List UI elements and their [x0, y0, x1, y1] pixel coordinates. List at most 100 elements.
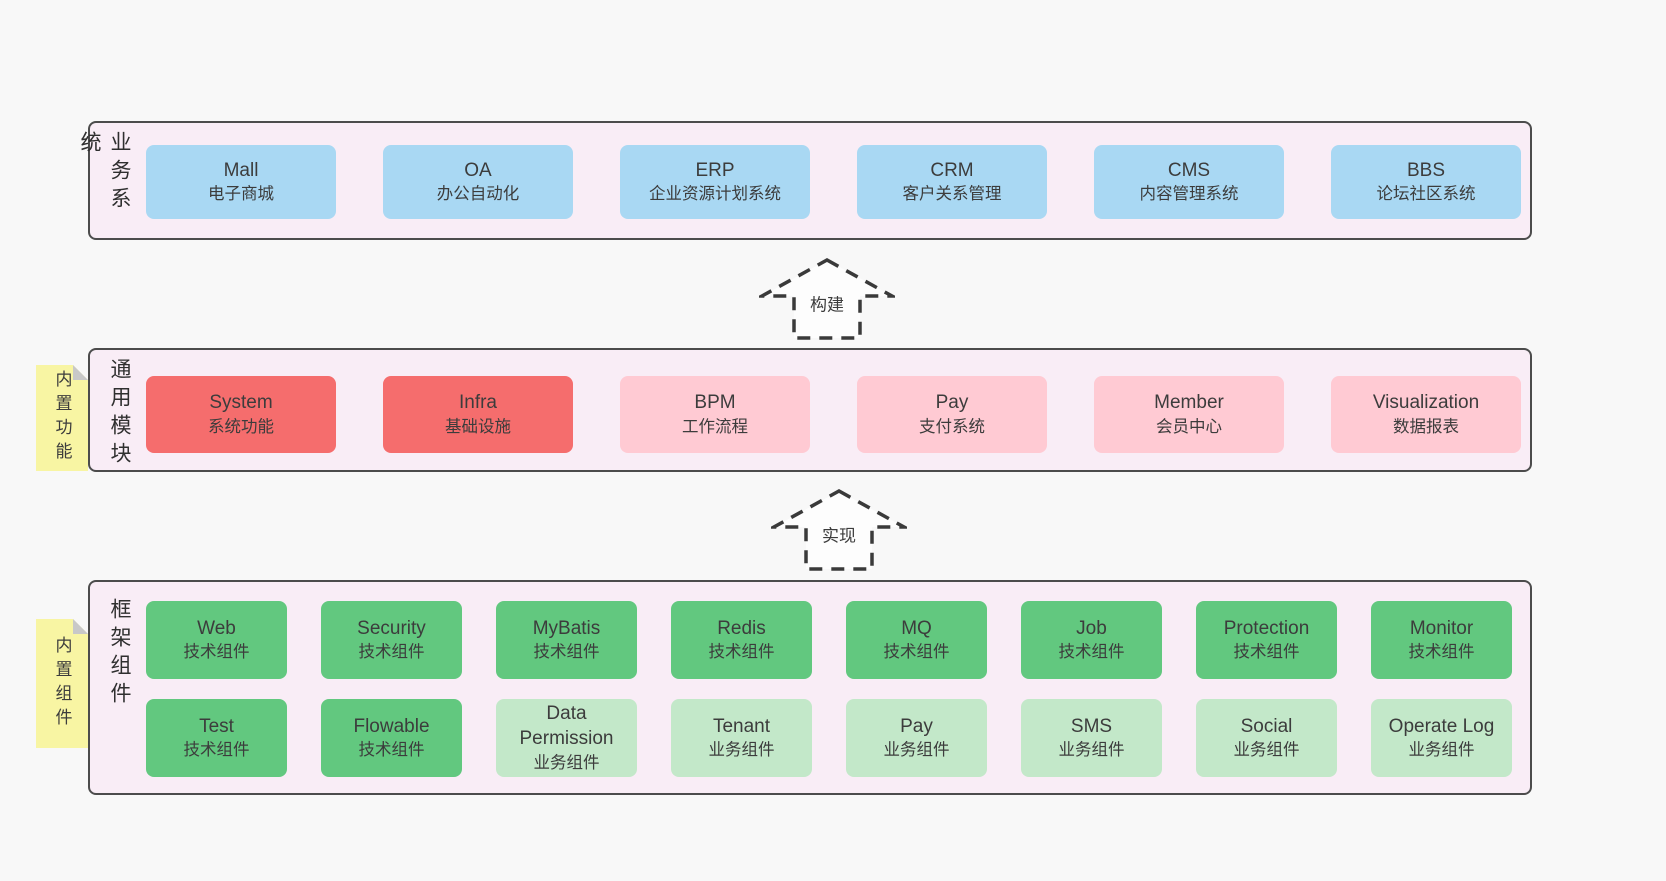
- box-row: Mall 电子商城 OA 办公自动化 ERP 企业资源计划系统 CRM 客户关系管理 CMS 内容…: [146, 145, 1530, 219]
- box-title: Operate Log: [1388, 715, 1495, 737]
- box-subtitle: 会员中心: [1156, 417, 1222, 436]
- box-title: BPM: [694, 392, 736, 414]
- module-box-social: Social 业务组件: [1196, 699, 1337, 777]
- module-box-protection: Protection 技术组件: [1196, 601, 1337, 679]
- box-title: OA: [464, 159, 492, 181]
- module-box-mq: MQ 技术组件: [846, 601, 987, 679]
- box-title: SMS: [1070, 715, 1113, 737]
- box-title: Test: [199, 715, 234, 737]
- module-box-infra: Infra 基础设施: [383, 376, 573, 453]
- arrow-build-label: 构建: [808, 290, 846, 316]
- module-box-operate-log: Operate Log 业务组件: [1371, 699, 1512, 777]
- box-title: MQ: [901, 617, 932, 639]
- module-box-monitor: Monitor 技术组件: [1371, 601, 1512, 679]
- module-box-visualization: Visualization 数据报表: [1331, 376, 1521, 453]
- box-title: Infra: [458, 392, 498, 414]
- module-box-web: Web 技术组件: [146, 601, 287, 679]
- box-subtitle: 企业资源计划系统: [649, 185, 781, 204]
- box-title: Job: [1076, 617, 1107, 639]
- module-box-cms: CMS 内容管理系统: [1094, 145, 1284, 219]
- box-subtitle: 系统功能: [208, 417, 274, 436]
- box-title: Social: [1240, 715, 1293, 737]
- box-subtitle: 基础设施: [445, 417, 511, 436]
- arrow-build: 构建: [759, 257, 895, 341]
- box-title: Pay: [900, 715, 933, 737]
- box-subtitle: 工作流程: [682, 417, 748, 436]
- box-title: Web: [197, 617, 236, 639]
- module-box-test: Test 技术组件: [146, 699, 287, 777]
- section-common-modules: 通用模块 System 系统功能 Infra 基础设施 BPM 工作流程 Pay 支付系统 Me…: [88, 348, 1532, 472]
- module-box-redis: Redis 技术组件: [671, 601, 812, 679]
- box-title: Pay: [935, 392, 969, 414]
- box-title: Tenant: [712, 715, 771, 737]
- box-title: System: [209, 392, 273, 414]
- box-subtitle: 电子商城: [208, 185, 274, 204]
- box-subtitle: 技术组件: [1058, 643, 1125, 662]
- section-label-framework-components: 框架组件: [108, 598, 131, 710]
- box-subtitle: 业务组件: [1233, 741, 1300, 760]
- box-subtitle: 办公自动化: [436, 185, 520, 204]
- module-box-system: System 系统功能: [146, 376, 336, 453]
- box-subtitle: 业务组件: [1408, 741, 1475, 760]
- box-title: Redis: [717, 617, 766, 639]
- module-box-bbs: BBS 论坛社区系统: [1331, 145, 1521, 219]
- box-title: BBS: [1406, 159, 1446, 181]
- box-row: Test 技术组件 Flowable 技术组件 Data Permission 业务组件 T…: [146, 699, 1530, 777]
- module-box-sms: SMS 业务组件: [1021, 699, 1162, 777]
- box-subtitle: 论坛社区系统: [1376, 185, 1476, 204]
- box-title: ERP: [695, 159, 735, 181]
- module-box-data-permission: Data Permission 业务组件: [496, 699, 637, 777]
- module-box-crm: CRM 客户关系管理: [857, 145, 1047, 219]
- box-title: MyBatis: [532, 617, 601, 639]
- arrow-implement-label: 实现: [820, 521, 858, 547]
- box-subtitle: 业务组件: [533, 753, 600, 772]
- module-box-pay: Pay 支付系统: [857, 376, 1047, 453]
- box-subtitle: 技术组件: [708, 643, 775, 662]
- module-box-security: Security 技术组件: [321, 601, 462, 679]
- arrow-implement: 实现: [771, 488, 907, 572]
- box-title: Protection: [1223, 617, 1310, 639]
- box-subtitle: 支付系统: [919, 417, 985, 436]
- box-title: Flowable: [353, 715, 430, 737]
- box-title: Monitor: [1409, 617, 1474, 639]
- box-title: Mall: [223, 159, 259, 181]
- box-subtitle: 业务组件: [883, 741, 950, 760]
- box-subtitle: 技术组件: [183, 741, 250, 760]
- module-box-pay: Pay 业务组件: [846, 699, 987, 777]
- sticky-note-label: 内置组件: [52, 635, 72, 732]
- box-subtitle: 内容管理系统: [1139, 185, 1239, 204]
- box-subtitle: 技术组件: [183, 643, 250, 662]
- sticky-note-builtin-features: 内置功能: [36, 365, 88, 471]
- box-title: Data Permission: [519, 703, 614, 749]
- module-box-mybatis: MyBatis 技术组件: [496, 601, 637, 679]
- box-subtitle: 数据报表: [1393, 417, 1459, 436]
- box-subtitle: 客户关系管理: [902, 185, 1002, 204]
- sticky-note-builtin-components: 内置组件: [36, 619, 88, 748]
- box-title: Visualization: [1372, 392, 1480, 414]
- box-subtitle: 技术组件: [883, 643, 950, 662]
- box-subtitle: 技术组件: [1408, 643, 1475, 662]
- box-title: Security: [357, 617, 426, 639]
- box-subtitle: 技术组件: [358, 741, 425, 760]
- box-subtitle: 技术组件: [533, 643, 600, 662]
- box-subtitle: 技术组件: [1233, 643, 1300, 662]
- box-title: CMS: [1167, 159, 1211, 181]
- section-label-common-modules: 通用模块: [108, 358, 131, 470]
- module-box-flowable: Flowable 技术组件: [321, 699, 462, 777]
- module-box-mall: Mall 电子商城: [146, 145, 336, 219]
- box-subtitle: 业务组件: [1058, 741, 1125, 760]
- sticky-note-label: 内置功能: [52, 370, 72, 466]
- box-title: CRM: [930, 159, 974, 181]
- module-box-job: Job 技术组件: [1021, 601, 1162, 679]
- box-subtitle: 技术组件: [358, 643, 425, 662]
- section-rows: Mall 电子商城 OA 办公自动化 ERP 企业资源计划系统 CRM 客户关系管理 CMS 内容…: [134, 123, 1530, 219]
